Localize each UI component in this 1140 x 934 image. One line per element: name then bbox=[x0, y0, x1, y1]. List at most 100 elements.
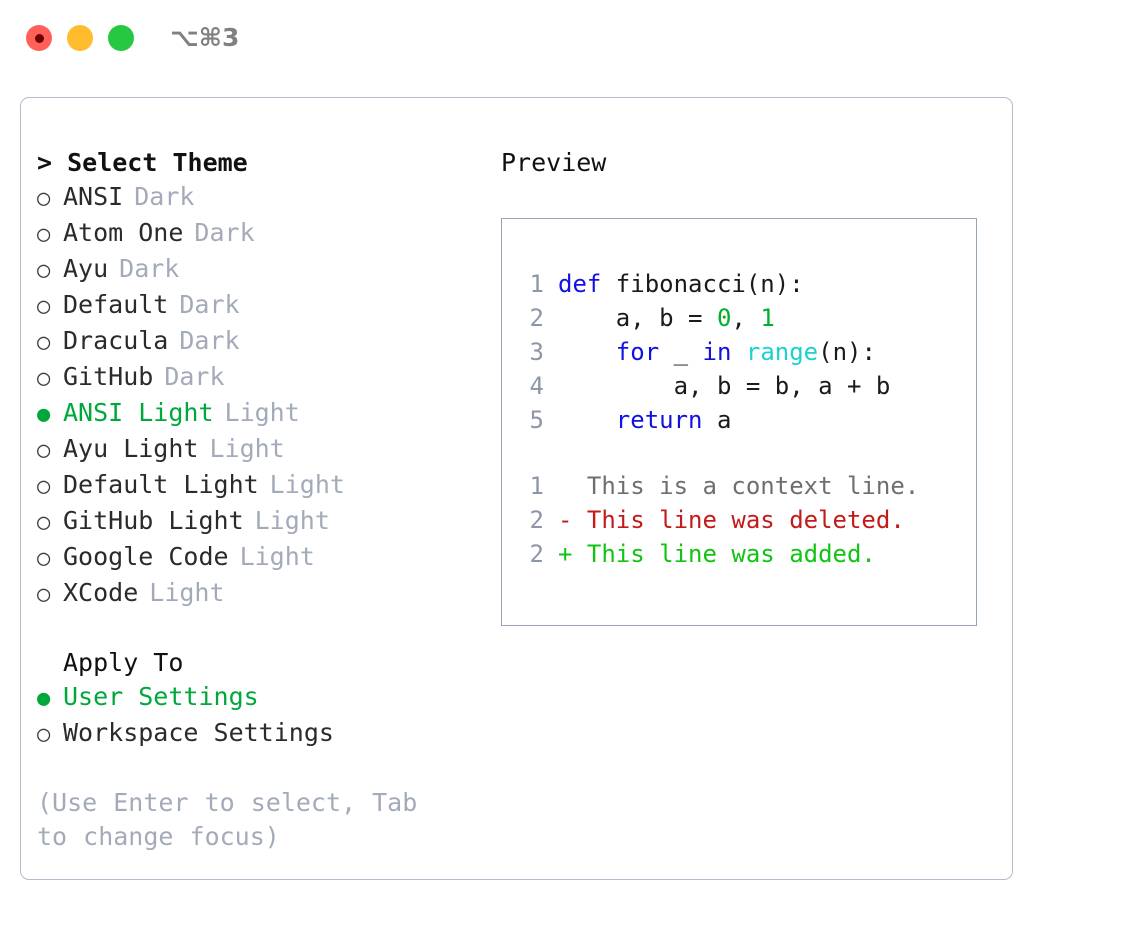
radio-selected-icon: ● bbox=[37, 686, 51, 711]
code-token-keyword: for bbox=[615, 338, 660, 366]
radio-unselected-icon: ○ bbox=[37, 330, 51, 355]
code-text: a, b = b, a + b bbox=[558, 369, 891, 403]
code-token-plain: a, b = bbox=[558, 304, 717, 332]
theme-option-variant: Light bbox=[149, 578, 225, 607]
theme-option-variant: Dark bbox=[179, 290, 240, 319]
diff-line-context: 1 This is a context line. bbox=[502, 469, 976, 503]
line-number: 3 bbox=[529, 338, 544, 366]
theme-option-github[interactable]: ○ GitHub Dark bbox=[37, 360, 487, 396]
radio-unselected-icon: ○ bbox=[37, 474, 51, 499]
theme-option-label: XCode bbox=[63, 578, 139, 607]
apply-to-option-label: User Settings bbox=[63, 682, 259, 711]
theme-option-google-code[interactable]: ○ Google Code Light bbox=[37, 540, 487, 576]
code-line: 2 a, b = 0, 1 bbox=[502, 301, 976, 335]
title-bar: ⌥⌘3 bbox=[0, 0, 1140, 78]
theme-option-variant: Light bbox=[254, 506, 330, 535]
theme-option-label: Atom One bbox=[63, 218, 184, 247]
theme-option-label: Ayu bbox=[63, 254, 109, 283]
apply-to-option-user-settings[interactable]: ● User Settings bbox=[37, 680, 487, 716]
radio-unselected-icon: ○ bbox=[37, 438, 51, 463]
line-number: 2 bbox=[529, 304, 544, 332]
theme-option-variant: Light bbox=[269, 470, 345, 499]
code-token-builtin: range bbox=[745, 338, 819, 366]
maximize-button[interactable] bbox=[108, 25, 134, 51]
line-number: 1 bbox=[529, 270, 544, 298]
radio-unselected-icon: ○ bbox=[37, 722, 51, 747]
diff-line-deleted: 2- This line was deleted. bbox=[502, 503, 976, 537]
recording-indicator-icon bbox=[34, 33, 44, 43]
radio-unselected-icon: ○ bbox=[37, 582, 51, 607]
close-button[interactable] bbox=[26, 25, 52, 51]
theme-option-variant: Dark bbox=[179, 326, 240, 355]
keyboard-hint-text: (Use Enter to select, Tab to change focu… bbox=[37, 788, 418, 851]
code-line: 5 return a bbox=[502, 403, 976, 437]
apply-to-option-workspace-settings[interactable]: ○ Workspace Settings bbox=[37, 716, 487, 752]
theme-option-label: Dracula bbox=[63, 326, 169, 355]
spacer bbox=[37, 612, 487, 646]
code-line: 4 a, b = b, a + b bbox=[502, 369, 976, 403]
preview-title: Preview bbox=[501, 148, 607, 177]
code-token-plain: fibonacci(n): bbox=[615, 270, 804, 298]
theme-option-label: Ayu Light bbox=[63, 434, 199, 463]
apply-to-option-label: Workspace Settings bbox=[63, 718, 334, 747]
apply-to-header: Apply To bbox=[63, 648, 184, 677]
diff-text: + This line was added. bbox=[558, 540, 876, 568]
line-number: 2 bbox=[529, 540, 544, 568]
code-line: 3 for _ in range(n): bbox=[502, 335, 976, 369]
theme-option-dracula[interactable]: ○ Dracula Dark bbox=[37, 324, 487, 360]
code-text: a, b = 0, 1 bbox=[558, 301, 775, 335]
code-token-keyword: return bbox=[615, 406, 703, 434]
theme-option-label: GitHub bbox=[63, 362, 154, 391]
radio-selected-icon: ● bbox=[37, 402, 51, 427]
line-number: 5 bbox=[529, 406, 544, 434]
code-text: def fibonacci(n): bbox=[558, 267, 804, 301]
minimize-button[interactable] bbox=[67, 25, 93, 51]
apply-to-option-list: ● User Settings ○ Workspace Settings bbox=[37, 680, 487, 752]
line-number: 2 bbox=[529, 506, 544, 534]
keyboard-shortcut-label: ⌥⌘3 bbox=[170, 23, 240, 52]
theme-option-variant: Light bbox=[239, 542, 315, 571]
code-token-plain bbox=[558, 338, 616, 366]
diff-text: This is a context line. bbox=[558, 472, 920, 500]
code-token-plain: a, b = b, a + b bbox=[558, 372, 891, 400]
spacer bbox=[502, 437, 976, 469]
line-number: 1 bbox=[529, 472, 544, 500]
select-theme-header: > Select Theme bbox=[37, 148, 248, 177]
theme-option-variant: Dark bbox=[134, 182, 195, 211]
code-text: for _ in range(n): bbox=[558, 335, 876, 369]
theme-option-label: GitHub Light bbox=[63, 506, 244, 535]
theme-option-label: ANSI Light bbox=[63, 398, 214, 427]
line-number: 4 bbox=[529, 372, 544, 400]
radio-unselected-icon: ○ bbox=[37, 294, 51, 319]
theme-option-xcode[interactable]: ○ XCode Light bbox=[37, 576, 487, 612]
code-token-plain: , bbox=[731, 304, 761, 332]
code-token-number: 1 bbox=[760, 304, 775, 332]
radio-unselected-icon: ○ bbox=[37, 366, 51, 391]
theme-option-variant: Dark bbox=[164, 362, 225, 391]
theme-option-label: Google Code bbox=[63, 542, 229, 571]
code-token-plain bbox=[731, 338, 745, 366]
code-line: 1 def fibonacci(n): bbox=[502, 267, 976, 301]
code-token-plain: _ bbox=[659, 338, 703, 366]
theme-option-variant: Dark bbox=[119, 254, 180, 283]
theme-option-variant: Dark bbox=[194, 218, 255, 247]
code-token-plain bbox=[558, 406, 616, 434]
radio-unselected-icon: ○ bbox=[37, 546, 51, 571]
theme-option-label: ANSI bbox=[63, 182, 124, 211]
code-text: return a bbox=[558, 403, 732, 437]
diff-sample: 1 This is a context line.2- This line wa… bbox=[502, 469, 976, 571]
